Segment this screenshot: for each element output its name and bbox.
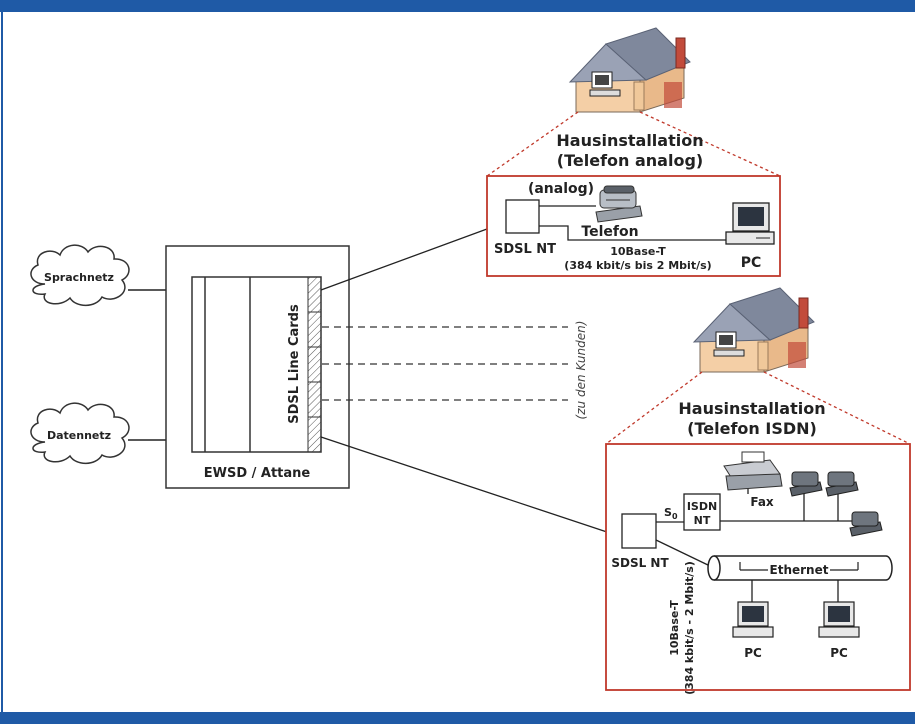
house-isdn-title-1: Hausinstallation [678,399,825,418]
fax-label: Fax [750,495,774,509]
analog-pc-label: PC [741,255,762,271]
house-analog-panel: SDSL NT (analog) Telefon 10Base-T (384 k… [486,175,781,277]
ethernet-label-bg [768,561,830,577]
voice-network-label: Sprachnetz [44,271,114,284]
isdn-link-label-1: 10Base-T [668,600,681,656]
sdsl-link-isdn [320,436,623,538]
analog-phone-label: Telefon [581,224,638,240]
isdn-link-label-2: (384 kbit/s - 2 Mbit/s) [683,561,696,695]
exchange-name-label: EWSD / Attane [204,466,311,481]
frame-bottom-bar [0,712,915,724]
data-network-label: Datennetz [47,429,111,442]
house-analog-icon [568,27,691,113]
callout-analog-left [486,111,579,177]
voice-network-cloud: Sprachnetz [30,244,130,307]
isdn-pc-1-label: PC [744,646,762,660]
analog-sdsl-nt-box [505,199,540,234]
analog-link-label-2: (384 kbit/s bis 2 Mbit/s) [564,259,711,272]
line-cards-label: SDSL Line Cards [287,304,302,424]
isdn-nt-label-1: ISDN [687,500,717,513]
data-network-cloud: Datennetz [30,402,130,465]
house-analog-title-2: (Telefon analog) [557,151,703,170]
to-customers-label: (zu den Kunden) [574,321,588,420]
analog-label: (analog) [528,181,594,197]
analog-link-label-1: 10Base-T [610,245,666,258]
s0-label: S0 [664,506,678,521]
analog-sdsl-nt-label: SDSL NT [494,242,556,257]
exchange-inner-rack [191,276,322,453]
analog-pc-icon [725,202,775,245]
analog-phone-icon [595,185,643,223]
house-isdn-icon [692,287,815,373]
sdsl-link-analog [320,221,507,291]
analog-ethernet-line [539,225,726,241]
house-isdn-panel: SDSL NT S0 ISDN NT Fax [605,443,911,695]
isdn-phone-2-icon [825,471,859,497]
isdn-pc-1-icon [732,601,774,638]
isdn-pc-2-label: PC [830,646,848,660]
isdn-phone-1-icon [789,471,823,497]
fax-icon [723,451,783,491]
isdn-phone-3-icon [849,511,883,537]
callout-isdn-left [605,371,703,445]
house-isdn-title-2: (Telefon ISDN) [687,419,817,438]
ethernet-label: Ethernet [770,563,829,577]
callout-analog-right [639,111,781,177]
isdn-nt-label-2: NT [694,514,711,527]
line-cards-column [307,276,322,453]
isdn-pc-2-icon [818,601,860,638]
exchange-ewsd: SDSL Line Cards EWSD / Attane [165,245,350,489]
isdn-nt-box [683,493,721,531]
isdn-sdsl-nt-box [621,513,657,549]
nt-to-ethernet [655,539,711,567]
house-analog-title-1: Hausinstallation [556,131,703,150]
isdn-sdsl-nt-label: SDSL NT [611,556,669,570]
frame-top-bar [0,0,915,12]
